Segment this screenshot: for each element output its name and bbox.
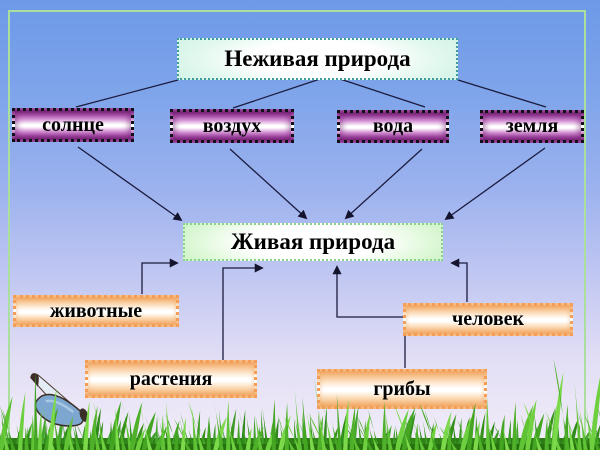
node-water: вода [337,110,449,143]
node-human: человек [403,303,573,336]
node-plants: растения [85,360,257,398]
node-animals: животные [13,295,179,327]
node-living-nature: Живая природа [183,223,443,261]
node-sun: солнце [12,108,134,142]
node-earth: земля [480,110,584,143]
node-mushrooms: грибы [317,369,487,409]
node-air: воздух [170,109,294,143]
node-inanimate-nature: Неживая природа [177,38,458,80]
